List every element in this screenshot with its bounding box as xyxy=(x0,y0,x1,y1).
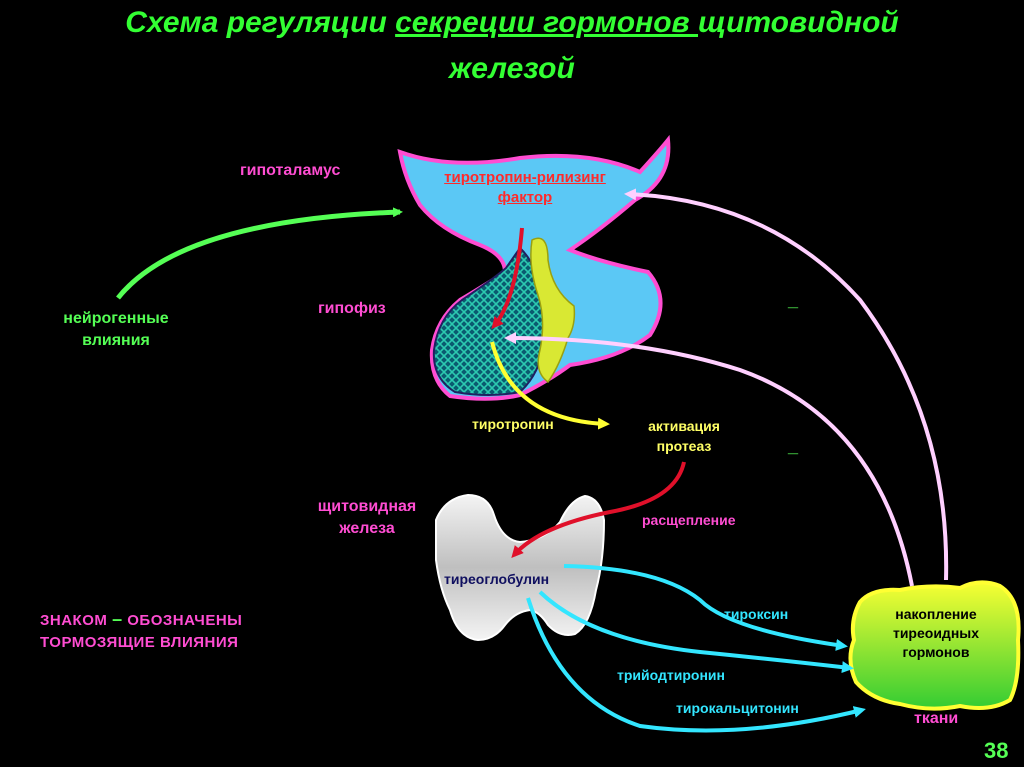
legend: ЗНАКОМ – ОБОЗНАЧЕНЫ ТОРМОЗЯЩИЕ ВЛИЯНИЯ xyxy=(40,608,242,654)
arrow-trf-to-pituitary xyxy=(491,227,524,330)
label-activation-line-2: протеаз xyxy=(656,438,712,454)
label-thyroxine: тироксин xyxy=(724,606,789,622)
arrow-thyrotropin xyxy=(490,341,610,430)
label-triiodothyronine: трийодтиронин xyxy=(617,667,725,683)
label-accumulation-line-1: накопление xyxy=(895,606,977,622)
label-accumulation-line-2: тиреоидных xyxy=(892,625,980,641)
pituitary-posterior-lobe xyxy=(530,237,576,384)
page-number: 38 xyxy=(984,738,1009,763)
arrow-feedback-to-pituitary xyxy=(504,332,914,587)
legend-line-2: ТОРМОЗЯЩИЕ ВЛИЯНИЯ xyxy=(40,634,239,651)
legend-line-1: ЗНАКОМ – ОБОЗНАЧЕНЫ xyxy=(40,608,242,632)
arrow-neurogenic-to-hypothalamus xyxy=(116,207,403,300)
legend-word-2: ОБОЗНАЧЕНЫ xyxy=(127,612,243,629)
arrow-feedback-to-hypothalamus xyxy=(624,188,949,581)
arrow-cleavage xyxy=(511,461,686,558)
minus-sign-2: _ xyxy=(788,436,799,456)
title-part-2: секреции гормонов xyxy=(395,6,699,39)
label-hypothalamus: гипоталамус xyxy=(240,162,341,179)
label-activation-line-1: активация xyxy=(648,418,720,434)
page-title-line-2: железой xyxy=(449,52,575,85)
label-activation: активация протеаз xyxy=(624,416,744,456)
label-neurogenic-line-2: влияния xyxy=(82,332,150,349)
legend-minus-sign: – xyxy=(112,609,123,629)
arrow-triiodothyronine xyxy=(538,590,854,674)
page-title: Схема регуляции секреции гормонов щитови… xyxy=(0,6,1024,40)
title-part-3: щитовидной xyxy=(698,6,899,39)
label-neurogenic: нейрогенные влияния xyxy=(36,308,196,352)
label-pituitary: гипофиз xyxy=(318,300,386,317)
arrow-thyrocalcitonin xyxy=(526,597,866,733)
arrow-thyroxine xyxy=(563,564,848,651)
title-part-1: Схема регуляции xyxy=(125,6,396,39)
thyroid-gland-shape xyxy=(435,493,606,642)
label-accumulation: накопление тиреоидных гормонов xyxy=(866,605,1006,662)
label-tissues: ткани xyxy=(914,710,959,727)
label-cleavage: расщепление xyxy=(642,512,736,528)
pituitary-anterior-lobe xyxy=(432,246,547,396)
label-thyroid-line-2: железа xyxy=(339,520,395,537)
label-accumulation-line-3: гормонов xyxy=(902,644,970,660)
minus-sign-1: _ xyxy=(788,290,799,310)
label-thyrotropin: тиротропин xyxy=(472,416,554,432)
legend-word-1: ЗНАКОМ xyxy=(40,612,108,629)
label-thyrocalcitonin: тирокальцитонин xyxy=(676,700,799,716)
label-neurogenic-line-1: нейрогенные xyxy=(63,310,169,327)
label-thyroglobulin: тиреоглобулин xyxy=(444,571,550,587)
label-trf: тиротропин-рилизинг фактор xyxy=(425,168,625,208)
label-trf-line-2: фактор xyxy=(497,189,553,206)
label-trf-line-1: тиротропин-рилизинг xyxy=(444,169,606,186)
label-thyroid-line-1: щитовидная xyxy=(317,498,417,515)
label-thyroid: щитовидная железа xyxy=(312,496,422,540)
